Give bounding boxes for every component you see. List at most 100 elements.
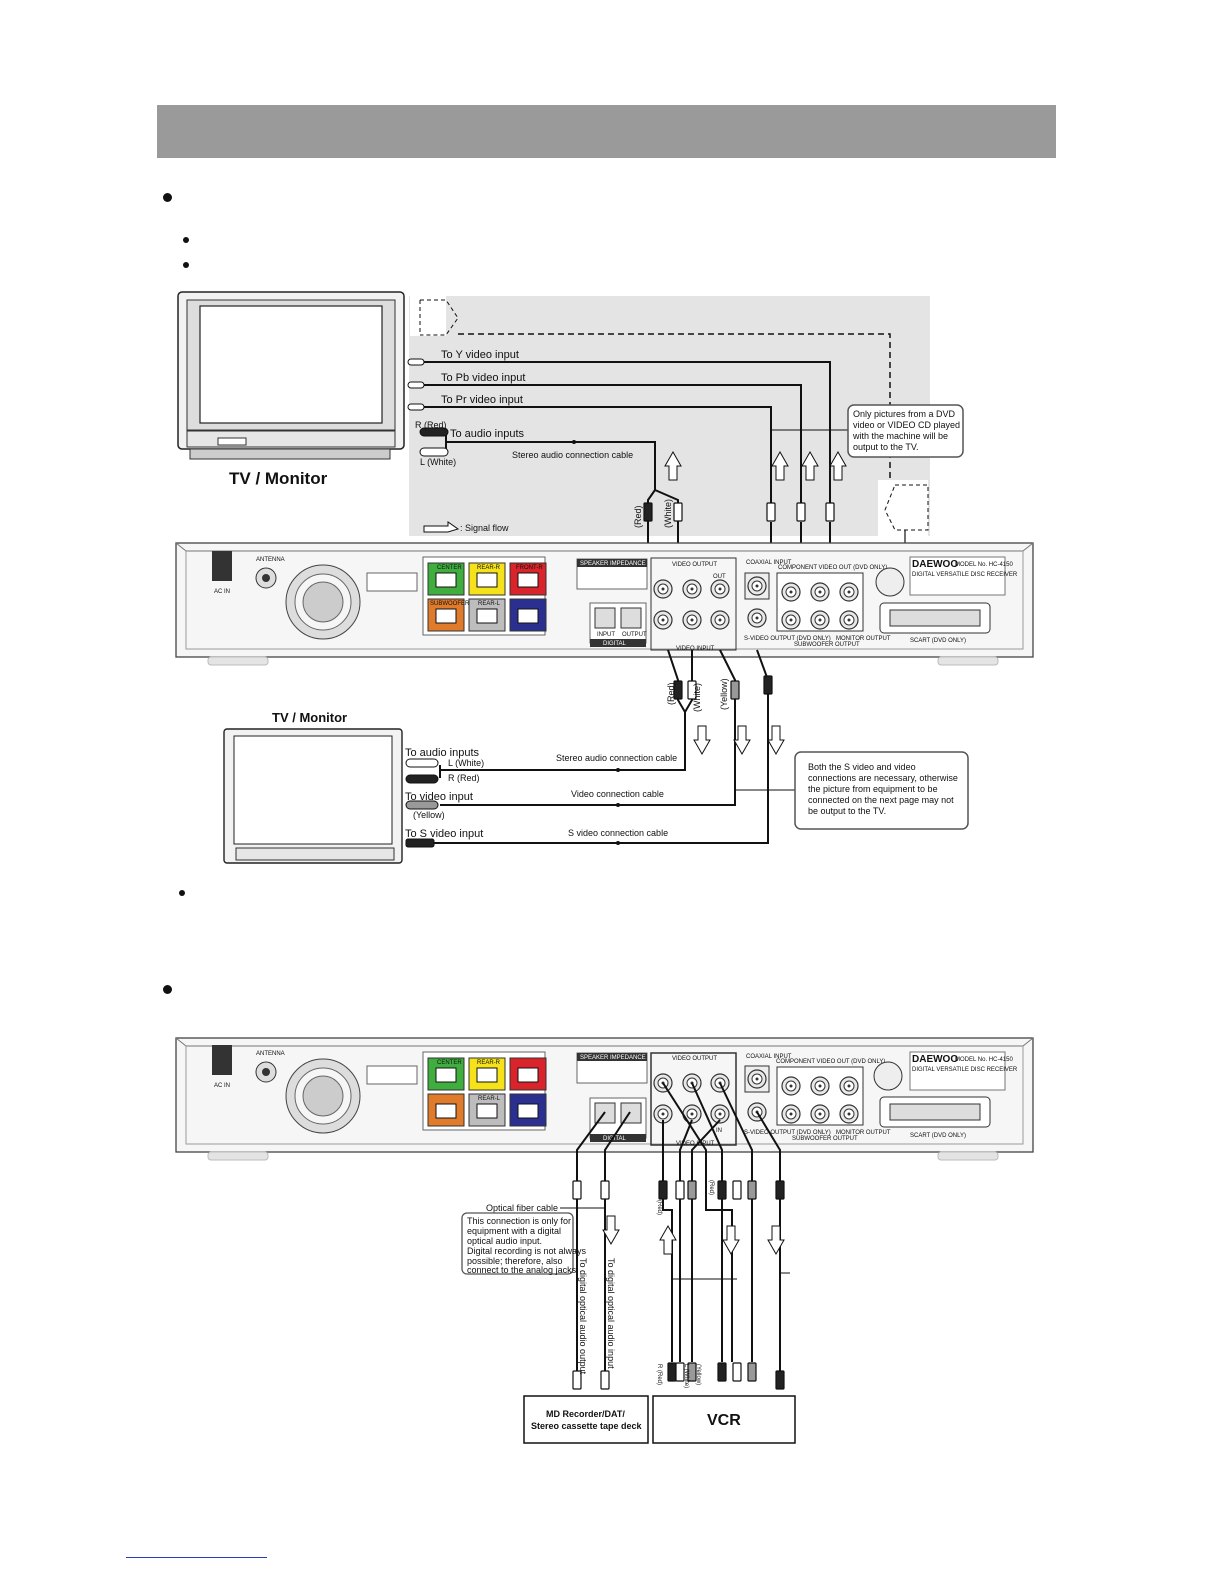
svg-text:output to the TV.: output to the TV. [853,442,919,452]
svg-text:SUBWOOFER OUTPUT: SUBWOOFER OUTPUT [794,642,860,648]
footer-link-line [126,1557,267,1558]
svg-text:INPUT: INPUT [597,632,615,638]
label-r-red-vcr: R (Red) [656,1364,662,1385]
label-to-digital-in: To digital optical audio input [606,1258,616,1369]
stereo-cable-top [445,434,679,560]
md-recorder-box: MD Recorder/DAT/ Stereo cassette tape de… [523,1395,649,1444]
tv-bottom-title: TV / Monitor [272,710,347,725]
label-yellow-b: (Yellow) [413,810,445,820]
svg-text:Only pictures from a DVD: Only pictures from a DVD [853,409,956,419]
scart-plug-top [410,296,446,336]
cables-to-tv-bottom [430,649,769,844]
svg-text:MODEL No. HC-4150: MODEL No. HC-4150 [955,1057,1013,1063]
tv-monitor-bottom [223,728,403,864]
label-white-top: (White) [663,499,673,528]
label-to-audio-b: To audio inputs [405,747,479,759]
svg-text:COMPONENT VIDEO OUT (DVD ONLY): COMPONENT VIDEO OUT (DVD ONLY) [776,1059,885,1065]
svg-text:optical audio input.: optical audio input. [467,1236,542,1246]
note-optical-only: This connection is only for equipment wi… [461,1212,587,1275]
svg-text:equipment with a digital: equipment with a digital [467,1226,561,1236]
label-to-y: To Y video input [441,349,519,361]
label-l-white: L (White) [420,457,456,467]
svg-text:CENTER: CENTER [437,1060,462,1066]
svg-text:DAEWOO: DAEWOO [912,1054,958,1065]
svg-text:connections are necessary, oth: connections are necessary, otherwise [808,773,958,783]
sub-bullet-2 [183,262,189,268]
tv-monitor-top [177,291,405,460]
optical-cables [576,1111,631,1372]
svg-text:be output to the TV.: be output to the TV. [808,806,886,816]
svg-text:SPEAKER IMPEDANCE: SPEAKER IMPEDANCE [580,561,646,567]
sub-bullet-1 [183,237,189,243]
svg-text:SUBWOOFER OUTPUT: SUBWOOFER OUTPUT [792,1136,858,1142]
svg-text:possible; therefore, also: possible; therefore, also [467,1256,563,1266]
svg-text:connected on the next page may: connected on the next page may not [808,795,954,805]
label-to-pr: To Pr video input [441,394,523,406]
vcr-box: VCR [652,1395,796,1444]
svg-text:S-VIDEO OUTPUT (DVD ONLY): S-VIDEO OUTPUT (DVD ONLY) [744,1130,831,1136]
svg-text:VIDEO INPUT: VIDEO INPUT [676,1141,715,1147]
svg-text:OUT: OUT [713,574,726,580]
label-yellow-vcr: (Yellow) [695,1364,701,1385]
label-red-mid: (Red) [666,682,676,705]
svg-text:DIGITAL VERSATILE DISC RECEIVE: DIGITAL VERSATILE DISC RECEIVER [912,572,1018,578]
svg-text:COAXIAL INPUT: COAXIAL INPUT [746,560,792,566]
note-both-svideo: Both the S video and video connections a… [794,751,969,830]
svg-text:MD Recorder/DAT/: MD Recorder/DAT/ [546,1409,625,1419]
svg-text:DIGITAL: DIGITAL [603,641,627,647]
svg-text:SUBWOOFER: SUBWOOFER [430,601,470,607]
label-to-pb: To Pb video input [441,372,525,384]
svg-text:MODEL No. HC-4150: MODEL No. HC-4150 [955,562,1013,568]
label-stereo-cable: Stereo audio connection cable [512,450,633,460]
scart-cable [458,333,891,480]
section-bullet-1 [163,193,172,202]
svg-text:the picture from equipment to: the picture from equipment to be [808,784,938,794]
svg-text:VIDEO OUTPUT: VIDEO OUTPUT [672,1056,717,1062]
label-l-white-vcr: L (White) [683,1364,689,1388]
svg-text:CENTER: CENTER [437,565,462,571]
svg-text:with the machine will be: with the machine will be [852,431,948,441]
svg-text:video or VIDEO CD played: video or VIDEO CD played [853,420,960,430]
label-white-mid: (White) [692,683,702,712]
svg-text:DIGITAL VERSATILE DISC RECEIVE: DIGITAL VERSATILE DISC RECEIVER [912,1067,1018,1073]
svg-text:IN: IN [716,1128,722,1134]
svg-text:S-VIDEO OUTPUT (DVD ONLY): S-VIDEO OUTPUT (DVD ONLY) [744,636,831,642]
svg-text:Stereo cassette tape deck: Stereo cassette tape deck [531,1421,643,1431]
svg-text:MONITOR OUTPUT: MONITOR OUTPUT [836,1130,891,1136]
svg-text:SCART (DVD ONLY): SCART (DVD ONLY) [910,1133,966,1139]
label-to-video: To video input [405,791,473,803]
label-red-vcr-2: (Red) [708,1180,714,1195]
svg-text:OUTPUT: OUTPUT [622,632,647,638]
svg-text:AC IN: AC IN [214,1083,230,1089]
label-to-audio: To audio inputs [450,428,524,440]
svg-text:This connection is only for: This connection is only for [467,1216,571,1226]
section-bullet-2 [163,985,172,994]
label-to-svideo: To S video input [405,828,483,840]
label-stereo-cable-b: Stereo audio connection cable [556,753,677,763]
sub-bullet-3 [179,890,185,896]
component-plugs-tv [407,358,425,411]
label-svideo-cable: S video connection cable [568,828,668,838]
svg-text:FRONT-R: FRONT-R [516,565,543,571]
label-red-vcr-1: (Red) [656,1200,662,1215]
receiver-rear-panel-2: AC IN ANTENNA CENTER REAR-R REAR-L SPEAK… [175,1037,1034,1161]
label-yellow-mid: (Yellow) [719,678,729,710]
svg-text:REAR-L: REAR-L [478,1096,501,1102]
note-only-pictures: Only pictures from a DVD video or VIDEO … [847,404,964,458]
label-l-white-b: L (White) [448,758,484,768]
svg-text:REAR-R: REAR-R [477,1060,501,1066]
label-red-top: (Red) [633,505,643,528]
svg-text:VIDEO OUTPUT: VIDEO OUTPUT [672,562,717,568]
svg-text:Digital recording is not alway: Digital recording is not always [467,1246,587,1256]
svg-text:Both the S video and video: Both the S video and video [808,762,916,772]
svg-text:SPEAKER IMPEDANCE: SPEAKER IMPEDANCE [580,1055,646,1061]
svg-text:REAR-L: REAR-L [478,601,501,607]
svg-text:DAEWOO: DAEWOO [912,559,958,570]
label-r-red: R (Red) [415,420,447,430]
svg-text:ANTENNA: ANTENNA [256,557,285,563]
svg-text:connect to the analog jacks: connect to the analog jacks [467,1265,577,1275]
svg-text:REAR-R: REAR-R [477,565,501,571]
svg-text:VIDEO INPUT: VIDEO INPUT [676,646,715,652]
svg-text:SCART (DVD ONLY): SCART (DVD ONLY) [910,638,966,644]
